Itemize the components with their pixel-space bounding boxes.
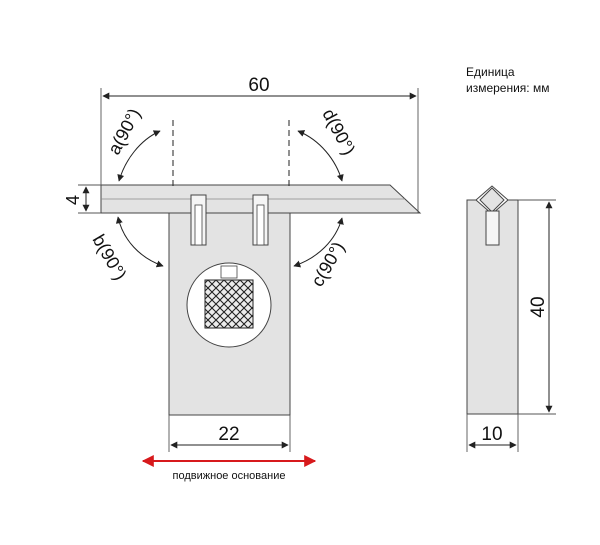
slot-right (252, 194, 269, 246)
dim-length-label: 60 (248, 75, 269, 96)
units-note: Единица измерения: мм (466, 65, 549, 95)
mesh-grip (204, 279, 254, 329)
angle-arc-c (293, 217, 344, 268)
angle-c-label: c(90°) (307, 238, 348, 290)
dim-thickness-label: 4 (63, 195, 83, 205)
angle-arc-d (297, 130, 344, 182)
units-line-1: Единица (466, 65, 515, 79)
dim-side-height-label: 40 (528, 296, 549, 317)
angle-a-label: a(90°) (104, 105, 145, 158)
units-line-2: измерения: мм (466, 81, 549, 95)
slot-left (190, 194, 207, 246)
movable-base-caption: подвижное основание (173, 470, 286, 482)
dim-side-width-label: 10 (481, 424, 502, 445)
side-view: 40 10 (466, 185, 556, 452)
dim-base-width-label: 22 (218, 424, 239, 445)
angle-arc-a (117, 130, 161, 182)
angle-arc-b (115, 216, 164, 268)
angle-b-label: b(90°) (89, 231, 131, 284)
window-tab (220, 265, 238, 279)
side-slot (485, 210, 500, 246)
front-view: 60 4 22 a(90°) b(90°) c(90°) d(90°) подв… (63, 75, 422, 482)
